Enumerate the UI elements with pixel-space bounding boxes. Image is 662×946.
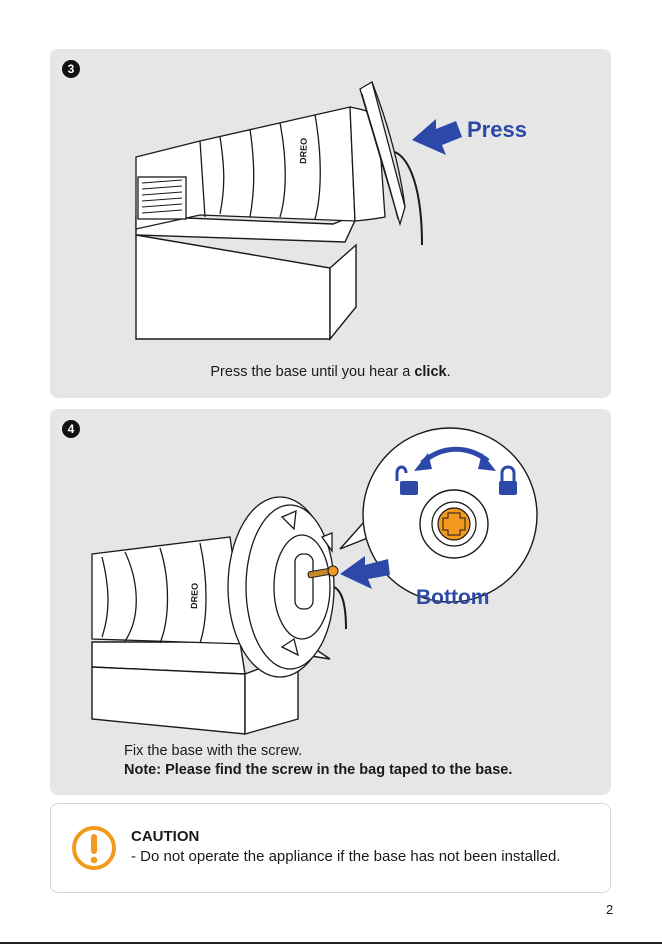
caution-text: - Do not operate the appliance if the ba… bbox=[131, 848, 560, 865]
appliance-brand-logo: DREO bbox=[189, 583, 200, 609]
step-3-panel: 3 bbox=[50, 49, 611, 398]
bottom-callout-label: Bottom bbox=[416, 586, 489, 610]
page-number: 2 bbox=[606, 902, 613, 917]
push-arrow-icon bbox=[340, 556, 390, 589]
step-3-caption: Press the base until you hear a click. bbox=[50, 364, 611, 380]
appliance-brand-logo: DREO bbox=[298, 138, 309, 164]
step-4-caption: Fix the base with the screw. Note: Pleas… bbox=[124, 742, 512, 780]
fix-base-illustration: DREO bbox=[50, 409, 611, 739]
press-callout-label: Press bbox=[467, 117, 527, 143]
caution-title: CAUTION bbox=[131, 828, 199, 845]
bottom-divider bbox=[0, 942, 662, 944]
press-base-illustration: DREO bbox=[50, 49, 611, 359]
caption-note: Note: Please find the screw in the bag t… bbox=[124, 761, 512, 780]
exclamation-circle-icon bbox=[71, 825, 117, 871]
caption-text: Press the base until you hear a bbox=[210, 364, 414, 380]
caption-punctuation: . bbox=[447, 364, 451, 380]
caution-box: CAUTION - Do not operate the appliance i… bbox=[50, 803, 611, 893]
press-arrow-icon bbox=[412, 119, 462, 155]
caption-text: Fix the base with the screw. bbox=[124, 742, 512, 761]
step-4-panel: 4 DREO bbox=[50, 409, 611, 795]
caption-bold-word: click bbox=[414, 364, 446, 380]
